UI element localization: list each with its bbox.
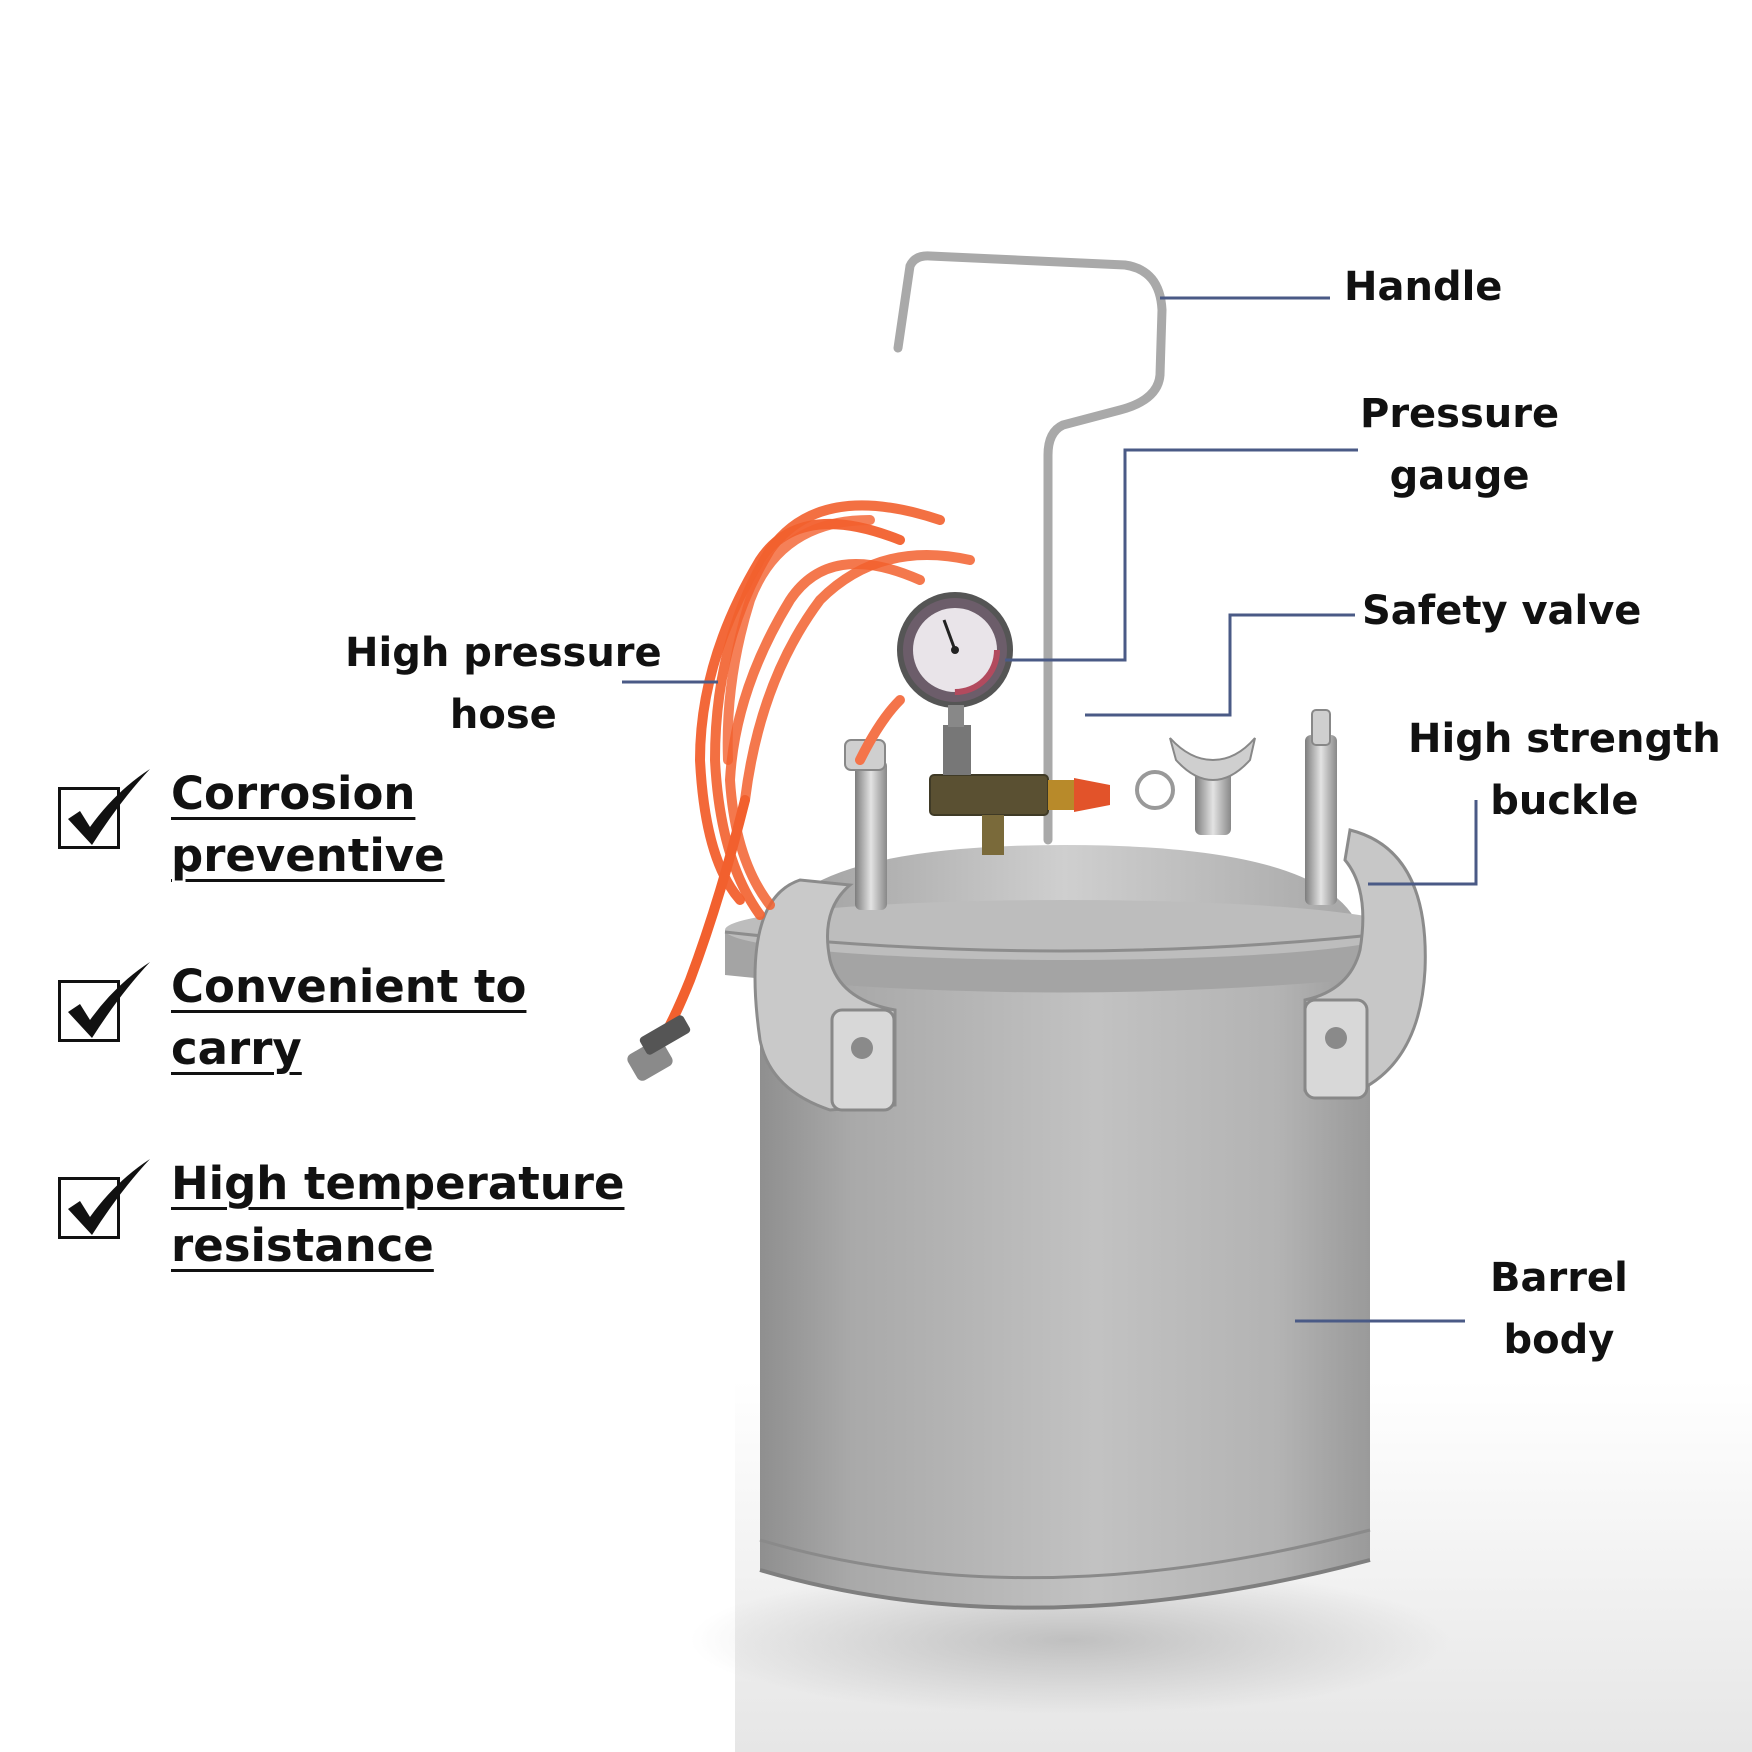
checkmark-icon	[68, 1159, 150, 1235]
feature-convenient-to-carry: Convenient to carry	[58, 956, 618, 1096]
feature-line: Corrosion	[171, 767, 416, 820]
label-barrel-body-line2: body	[1503, 1317, 1615, 1363]
label-safety-valve-text: Safety valve	[1362, 588, 1642, 634]
pot-shadow	[690, 1565, 1450, 1715]
label-safety-valve: Safety valve	[1362, 580, 1641, 642]
barrel-body-shape	[759, 950, 1371, 1610]
label-high-strength-buckle-line2: buckle	[1490, 778, 1639, 824]
feature-line: High temperature	[171, 1157, 625, 1210]
feature-line: resistance	[171, 1219, 434, 1272]
feature-line: carry	[171, 1022, 302, 1075]
label-pressure-gauge: Pressure gauge	[1360, 383, 1559, 507]
checkmark-icon	[68, 962, 150, 1038]
label-barrel-body: Barrel body	[1490, 1247, 1628, 1371]
label-high-pressure-hose-line1: High pressure	[345, 630, 662, 676]
wing-nut-shape	[1169, 737, 1256, 835]
feature-corrosion-preventive: Corrosion preventive	[58, 763, 618, 903]
pressure-gauge-shape	[897, 592, 1013, 727]
handle-shape	[893, 251, 1167, 845]
checkmark-icon	[68, 769, 150, 845]
feature-line: preventive	[171, 829, 445, 882]
label-high-pressure-hose-line2: hose	[449, 692, 557, 738]
label-barrel-body-line1: Barrel	[1490, 1255, 1628, 1301]
feature-line: Convenient to	[171, 960, 527, 1013]
feature-text: Corrosion preventive	[171, 763, 445, 887]
label-high-strength-buckle: High strength buckle	[1408, 708, 1721, 832]
valve-block-shape	[929, 725, 1175, 855]
label-high-pressure-hose: High pressure hose	[345, 622, 662, 746]
label-handle-text: Handle	[1344, 264, 1503, 310]
hose-fitting-shape	[627, 1015, 691, 1081]
feature-text: Convenient to carry	[171, 956, 526, 1080]
left-buckle-shape	[753, 739, 897, 1112]
right-buckle-shape	[1303, 709, 1427, 1100]
label-high-strength-buckle-line1: High strength	[1408, 716, 1721, 762]
feature-text: High temperature resistance	[171, 1153, 624, 1277]
label-pressure-gauge-line2: gauge	[1389, 453, 1530, 499]
feature-high-temperature-resistance: High temperature resistance	[58, 1153, 624, 1293]
label-handle: Handle	[1344, 256, 1502, 318]
label-pressure-gauge-line1: Pressure	[1360, 391, 1560, 437]
